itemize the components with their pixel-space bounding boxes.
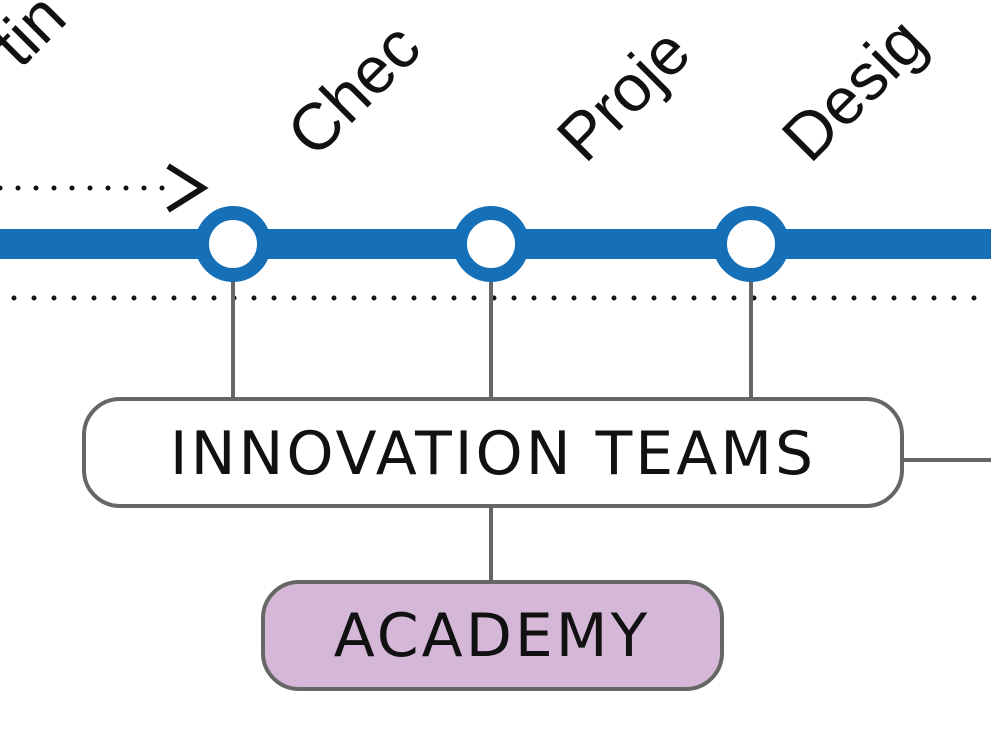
station-node-2[interactable]	[453, 206, 529, 282]
station-node-3[interactable]	[713, 206, 789, 282]
station-label-design: Desig	[768, 3, 940, 175]
station-label-project: Proje	[543, 14, 704, 175]
innovation-teams-box[interactable]	[82, 397, 904, 508]
station-label-check: Chec	[273, 9, 434, 170]
academy-box[interactable]	[261, 580, 724, 691]
arrow-head-icon	[166, 163, 209, 213]
innovation-teams-label: INNOVATION TEAMS	[170, 419, 816, 489]
station-node-1[interactable]	[195, 206, 271, 282]
academy-label: ACADEMY	[334, 601, 650, 671]
label-partial-left: tin	[0, 0, 79, 80]
